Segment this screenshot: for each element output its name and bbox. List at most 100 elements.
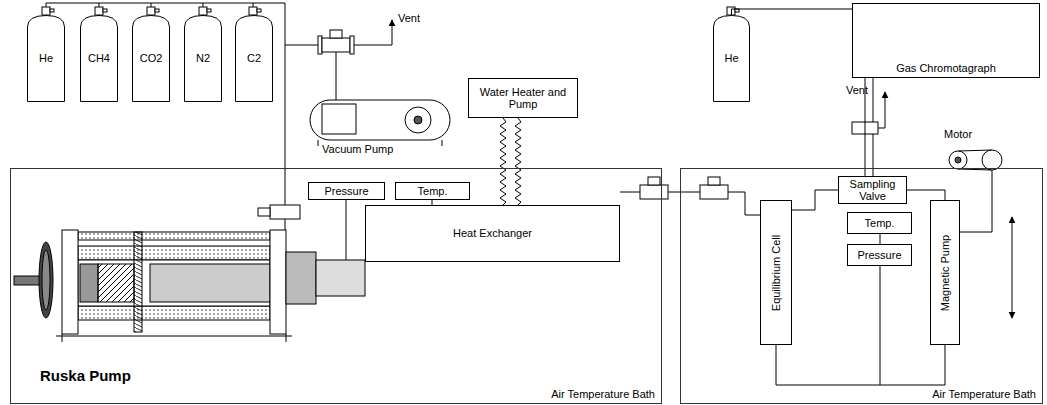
inlet-valve (258, 208, 270, 216)
node-text: C2 (247, 52, 261, 64)
pump-motor (982, 150, 1002, 170)
vacuum-pump (285, 20, 450, 146)
temperature-gauge: Temp. (847, 212, 912, 234)
inlet-valve (270, 205, 300, 219)
gas-manifold (46, 3, 285, 205)
vacuum-pump (322, 38, 350, 52)
transfer-pipe (620, 177, 760, 215)
gas-manifold (199, 7, 207, 15)
gas-manifold (257, 9, 261, 12)
gas-cylinder: CH4 (80, 15, 118, 102)
vacuum-pump (350, 36, 354, 54)
transfer-pipe (640, 185, 668, 199)
cylinder-outline (714, 16, 750, 102)
heating-line (515, 118, 521, 205)
vacuum-pump (330, 30, 342, 38)
vacuum-pump (405, 107, 431, 133)
ruska-pump (78, 232, 270, 240)
pump-motor (955, 157, 961, 163)
vacuum-pump (336, 52, 337, 100)
node-text: CH4 (88, 52, 110, 64)
gas-manifold (42, 3, 739, 205)
node-text: Heat Exchanger (453, 227, 532, 239)
node-text: Gas Chromotagraph (896, 62, 996, 74)
ruska-pump (78, 260, 270, 306)
cylinder-outline (133, 16, 170, 102)
part-label: Vacuum Pump (322, 143, 393, 155)
vacuum-pump (318, 36, 322, 54)
ruska-pump (78, 246, 270, 260)
temperature-gauge: Temp. (395, 182, 470, 200)
gas-manifold (50, 9, 54, 12)
heater-box: Water Heater and Pump (468, 78, 578, 118)
pipe-line (776, 345, 945, 385)
equilibrium-cell: Equilibrium Cell (760, 200, 792, 345)
node-text: He (724, 52, 738, 64)
part-label: Vent (398, 12, 420, 24)
node-text: Air Temperature Bath (551, 388, 655, 400)
node-text: Pressure (857, 249, 901, 261)
node-text: CO2 (140, 52, 163, 64)
pipe-line (732, 9, 853, 15)
gas-manifold (207, 9, 211, 12)
ruska-pump (39, 242, 53, 318)
pump-motor (949, 151, 967, 169)
pump-motor (960, 170, 992, 232)
node-text: Air Temperature Bath (932, 388, 1036, 400)
ruska-pump (62, 230, 78, 334)
sampling-valve: Sampling Valve (838, 176, 907, 204)
transfer-pipe (700, 185, 728, 199)
node-text: Magnetic Pump (939, 234, 951, 310)
gas-manifold (249, 7, 257, 15)
pipe-line (907, 190, 945, 200)
pipe-line (500, 118, 506, 205)
pump-motor (1012, 217, 1013, 318)
ruska-pump (56, 334, 292, 342)
gas-cylinder: C2 (235, 15, 273, 102)
ruska-pump (14, 230, 365, 342)
cylinder-outline (81, 16, 118, 102)
ruska-pump (316, 260, 365, 296)
node-text: Equilibrium Cell (770, 234, 782, 310)
ruska-pump (286, 252, 316, 304)
cylinder-outline (236, 16, 273, 102)
node-text: Water Heater and Pump (469, 86, 577, 110)
ruska-pump (80, 264, 98, 302)
node-text: Sampling Valve (839, 178, 906, 202)
transfer-pipe (648, 177, 660, 185)
part-label: Vent (846, 84, 868, 96)
vent-valve (878, 92, 885, 128)
vacuum-pump (414, 116, 422, 124)
node-text: Pressure (324, 185, 368, 197)
gas-manifold (95, 7, 103, 15)
vacuum-pump (310, 100, 450, 140)
ruska-pump (78, 306, 270, 320)
gas-cylinder: CO2 (132, 15, 170, 102)
node-text: He (39, 52, 53, 64)
node-text: Temp. (865, 217, 895, 229)
ruska-pump (134, 232, 142, 332)
vacuum-pump (322, 104, 356, 134)
magnetic-pump: Magnetic Pump (930, 200, 960, 345)
vacuum-pump (354, 20, 392, 45)
vacuum-pump (285, 45, 318, 46)
transfer-pipe (708, 177, 720, 185)
ruska-pump (150, 264, 270, 302)
gas-cylinder: He (27, 15, 65, 102)
ruska-pump (98, 264, 134, 302)
node-text: Temp. (418, 185, 448, 197)
heat-exchanger: Heat Exchanger (365, 205, 620, 262)
gas-cylinder: N2 (184, 15, 222, 102)
gas-manifold (103, 9, 107, 12)
ruska-pump (270, 230, 286, 334)
part-label: Motor (944, 128, 972, 140)
ruska-pump (42, 250, 50, 310)
cylinder-outline (28, 16, 65, 102)
pipe-line (792, 190, 838, 210)
chromatograph-box: Gas Chromotagraph (852, 3, 1040, 78)
pressure-gauge: Pressure (308, 182, 385, 200)
node-text: N2 (196, 52, 210, 64)
cylinder-outline (185, 16, 222, 102)
pressure-gauge: Pressure (847, 244, 912, 266)
